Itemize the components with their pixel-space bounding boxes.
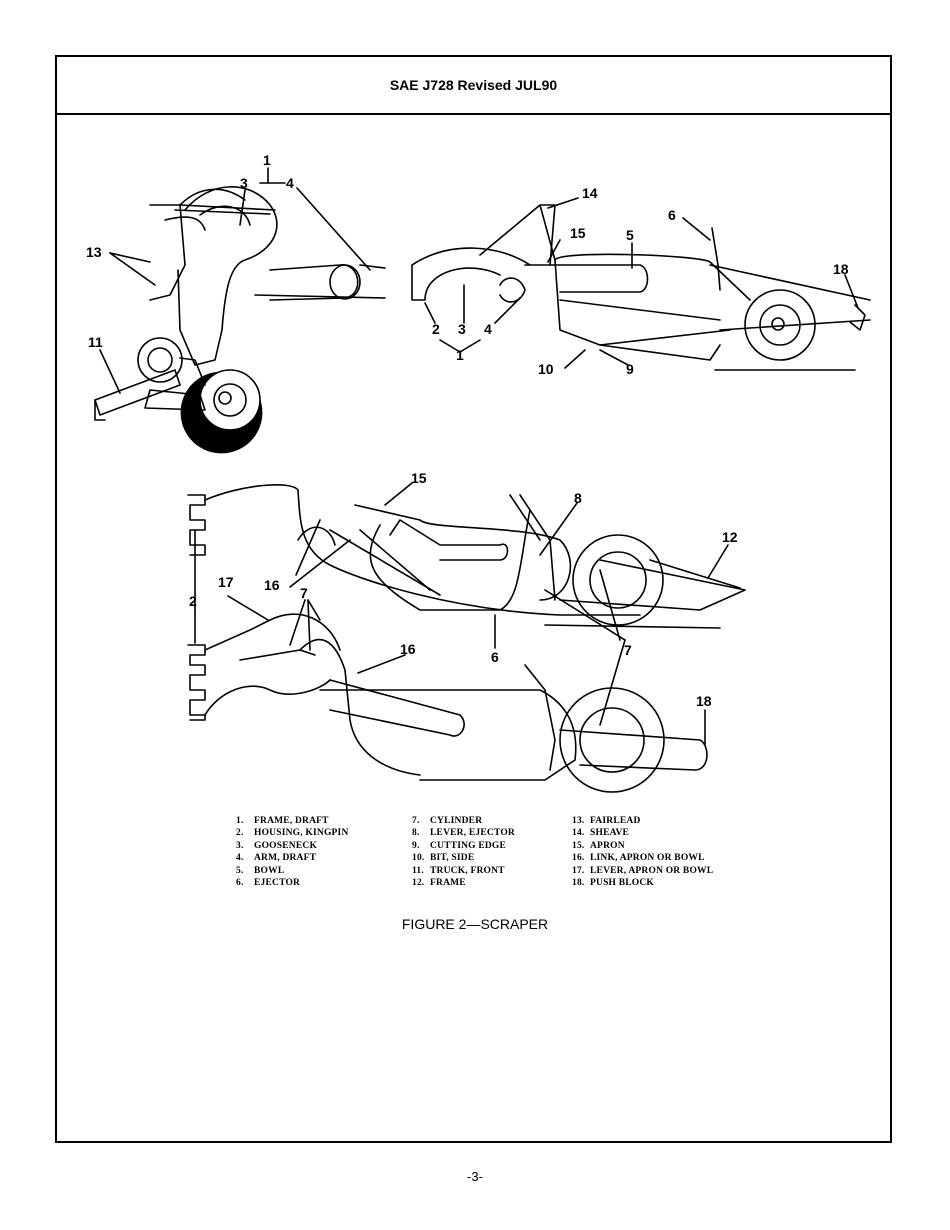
legend-item: 18.PUSH BLOCK [572, 877, 655, 888]
legend-item: 5.BOWL [236, 865, 285, 876]
legend-item: 14.SHEAVE [572, 828, 630, 839]
legend-item: 2.HOUSING, KINGPIN [236, 828, 349, 839]
legend-item: 10.BIT, SIDE [412, 853, 475, 864]
legend-item: 15.APRON [572, 840, 625, 851]
legend-item: 16.LINK, APRON OR BOWL [572, 853, 705, 864]
legend-column-2: 7.CYLINDER 8.LEVER, EJECTOR 9.CUTTING ED… [412, 815, 572, 889]
legend-item: 3.GOOSENECK [236, 840, 318, 851]
document-header: SAE J728 Revised JUL90 [57, 57, 890, 115]
legend-item: 11.TRUCK, FRONT [412, 865, 505, 876]
legend-item: 8.LEVER, EJECTOR [412, 828, 515, 839]
legend-item: 4.ARM, DRAFT [236, 853, 317, 864]
parts-legend: 1.FRAME, DRAFT 2.HOUSING, KINGPIN 3.GOOS… [236, 815, 772, 889]
legend-item: 7.CYLINDER [412, 816, 483, 826]
legend-item: 9.CUTTING EDGE [412, 840, 507, 851]
legend-item: 12.FRAME [412, 877, 466, 888]
figure-caption: FIGURE 2—SCRAPER [401, 916, 549, 932]
page-border: SAE J728 Revised JUL90 [55, 55, 892, 1143]
legend-item: 17.LEVER, APRON OR BOWL [572, 865, 714, 876]
legend-column-1: 1.FRAME, DRAFT 2.HOUSING, KINGPIN 3.GOOS… [236, 815, 412, 889]
standard-title: SAE J728 Revised JUL90 [389, 77, 558, 93]
legend-item: 6.EJECTOR [236, 877, 301, 888]
legend-column-3: 13.FAIRLEAD 14.SHEAVE 15.APRON 16.LINK, … [572, 815, 772, 889]
page-number: -3- [467, 1169, 483, 1184]
legend-item: 1.FRAME, DRAFT [236, 816, 329, 826]
legend-item: 13.FAIRLEAD [572, 816, 641, 826]
